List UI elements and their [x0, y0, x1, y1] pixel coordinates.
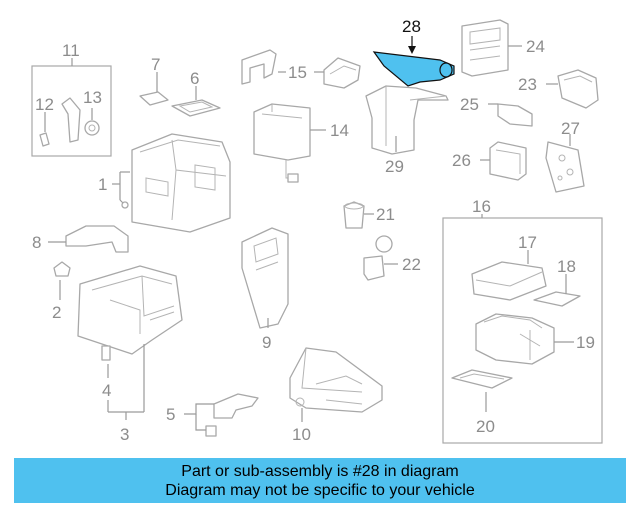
part-25-trim: [488, 103, 533, 127]
part-10-console: [289, 347, 383, 422]
group-16-box: [442, 217, 603, 444]
callout-13: 13: [83, 88, 102, 107]
group-11: 11 12 13: [31, 41, 112, 157]
part-15-button: [314, 57, 361, 89]
callout-1: 1: [98, 175, 107, 194]
part-28-highlighted: [372, 36, 455, 87]
part-1-console-housing: [131, 133, 231, 233]
callout-1-leaders: [112, 171, 130, 209]
banner-line-part: Part or sub-assembly is #28 in diagram: [181, 462, 459, 480]
callout-7: 7: [151, 55, 160, 74]
callout-14: 14: [330, 121, 349, 140]
callout-11: 11: [62, 41, 80, 60]
part-19-bin: [475, 313, 574, 365]
callout-2: 2: [52, 303, 61, 322]
callout-27: 27: [561, 119, 580, 138]
part-18-mat: [533, 274, 581, 307]
callout-29: 29: [385, 157, 404, 176]
part-20-mat: [451, 369, 513, 412]
part-15-trim: [241, 49, 286, 85]
part-13-grommet: [84, 108, 100, 136]
part-17-lid: [471, 250, 547, 301]
part-9-trim-panel: [241, 227, 289, 329]
callout-10: 10: [292, 425, 311, 444]
part-4-clip: [101, 345, 111, 378]
callout-22: 22: [402, 255, 421, 274]
part-27-panel: [545, 134, 585, 193]
part-5-bracket: [184, 393, 259, 437]
group-16: [442, 214, 603, 444]
callout-5: 5: [166, 405, 175, 424]
part-21-socket: [343, 201, 374, 229]
part-3-console-base: [77, 265, 183, 355]
part-12-clip: [39, 112, 50, 147]
callout-12: 12: [35, 95, 54, 114]
part-23-switch: [546, 69, 599, 109]
callout-18: 18: [557, 257, 576, 276]
part-24-module: [461, 19, 522, 77]
banner-line-disclaimer: Diagram may not be specific to your vehi…: [165, 481, 475, 499]
part-8-duct: [48, 225, 129, 253]
callout-15: 15: [288, 63, 307, 82]
part-26-mat: [480, 141, 527, 181]
callout-16: 16: [472, 197, 491, 216]
part-2-clip: [53, 261, 71, 300]
callout-3-leaders: [107, 344, 145, 420]
callout-20: 20: [476, 417, 495, 436]
part-14-tray: [253, 103, 326, 183]
part-12-bracket: [61, 97, 81, 143]
callout-8: 8: [32, 233, 41, 252]
callout-9: 9: [262, 333, 271, 352]
callout-25: 25: [460, 95, 479, 114]
part-29-lever: [365, 85, 449, 155]
callout-23: 23: [518, 75, 537, 94]
callout-6: 6: [190, 69, 199, 88]
callout-17: 17: [518, 233, 537, 252]
callout-24: 24: [526, 37, 545, 56]
part-22-outlet: [363, 235, 398, 281]
callout-21: 21: [376, 205, 395, 224]
part-6-pad: [171, 86, 221, 117]
part-7-pad: [139, 72, 169, 106]
callout-26: 26: [452, 151, 471, 170]
info-banner: Part or sub-assembly is #28 in diagram D…: [14, 458, 626, 503]
parts-diagram: 11 12 13 7 6: [31, 17, 603, 444]
callout-4: 4: [102, 381, 111, 400]
callout-3: 3: [120, 425, 129, 444]
callout-19: 19: [576, 333, 595, 352]
callout-28: 28: [402, 17, 421, 36]
